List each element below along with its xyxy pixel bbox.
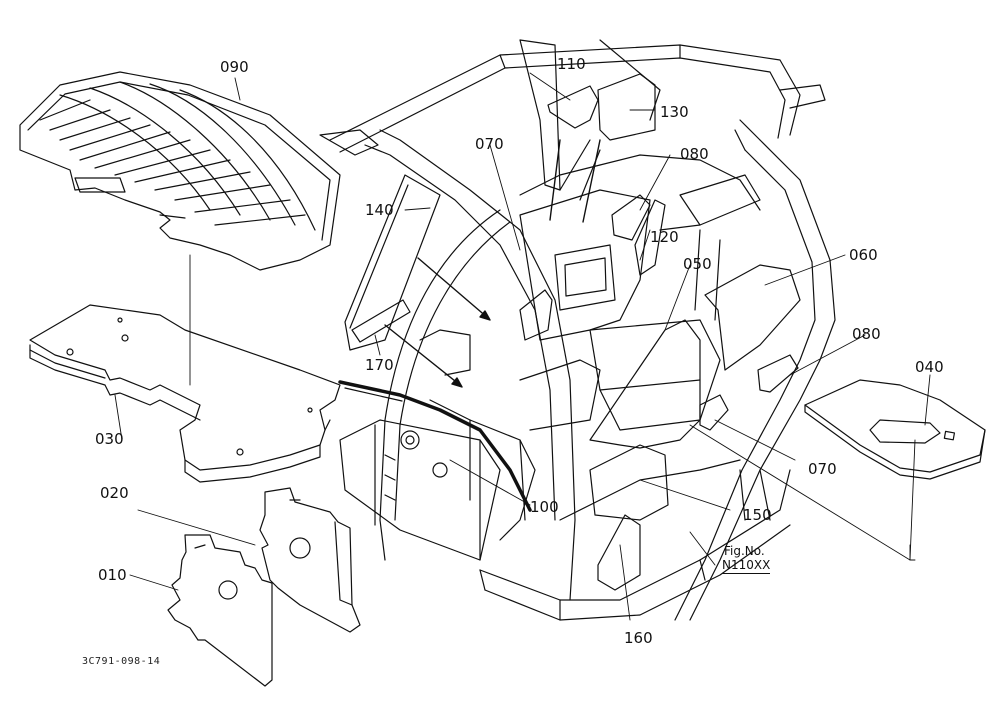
callout-110: 110 bbox=[557, 55, 586, 73]
callout-100: 100 bbox=[530, 498, 559, 516]
part-120-panel bbox=[635, 200, 665, 275]
part-030-floor-mat bbox=[30, 305, 340, 482]
part-150-panel bbox=[590, 445, 668, 520]
callout-120: 120 bbox=[650, 228, 679, 246]
callout-160: 160 bbox=[624, 629, 653, 647]
assembly-arrows bbox=[385, 140, 600, 387]
part-140-side-panel bbox=[345, 175, 440, 350]
part-110-pad bbox=[548, 86, 598, 128]
callout-080-top: 080 bbox=[680, 145, 709, 163]
callout-080-right: 080 bbox=[852, 325, 881, 343]
callout-020: 020 bbox=[100, 484, 129, 502]
part-100-seal bbox=[340, 382, 530, 510]
callout-010: 010 bbox=[98, 566, 127, 584]
part-060-rear-panel bbox=[705, 265, 800, 370]
callout-040: 040 bbox=[915, 358, 944, 376]
cab-frame bbox=[320, 40, 835, 620]
leader-lines bbox=[115, 73, 930, 620]
callout-170: 170 bbox=[365, 356, 394, 374]
part-050-seat-panel bbox=[590, 320, 700, 448]
callout-070-top: 070 bbox=[475, 135, 504, 153]
part-160-panel bbox=[598, 515, 640, 590]
callout-030: 030 bbox=[95, 430, 124, 448]
part-040-rear-mat bbox=[805, 380, 985, 479]
document-code: 3C791-098-14 bbox=[82, 656, 161, 667]
callout-060: 060 bbox=[849, 246, 878, 264]
callout-090: 090 bbox=[220, 58, 249, 76]
part-080-pad bbox=[612, 195, 798, 392]
part-090-roof-liner bbox=[20, 72, 340, 270]
part-130-pad bbox=[598, 74, 655, 140]
part-020-front-panel bbox=[260, 488, 360, 632]
figure-reference-label: Fig.No. bbox=[724, 544, 765, 558]
callout-150: 150 bbox=[743, 506, 772, 524]
callout-070-right: 070 bbox=[808, 460, 837, 478]
figure-reference: Fig.No. N110XX bbox=[722, 544, 771, 574]
part-170-strip bbox=[352, 300, 410, 342]
figure-reference-number: N110XX bbox=[722, 557, 771, 574]
part-070-pad bbox=[520, 290, 728, 430]
callout-050: 050 bbox=[683, 255, 712, 273]
callout-140: 140 bbox=[365, 201, 394, 219]
part-010-front-panel bbox=[168, 535, 272, 686]
callout-130: 130 bbox=[660, 103, 689, 121]
